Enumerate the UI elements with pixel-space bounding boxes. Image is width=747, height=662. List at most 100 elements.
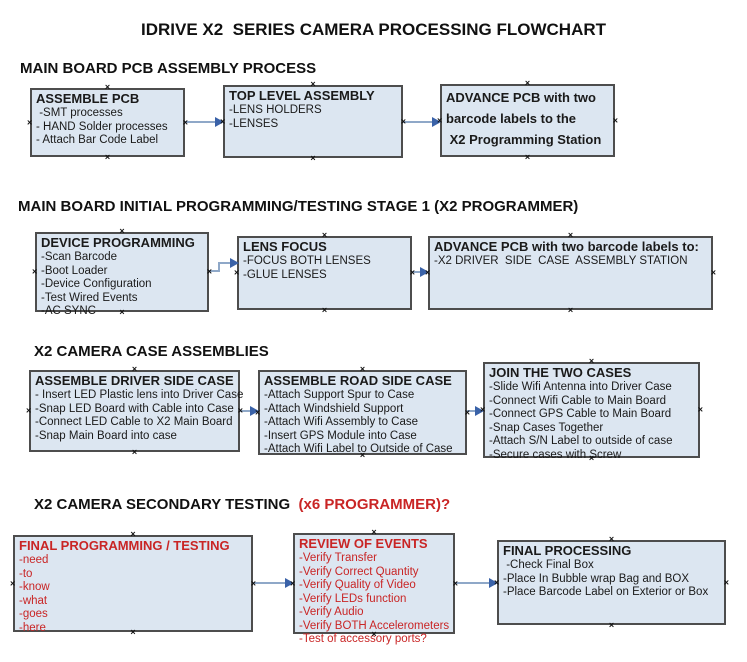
flow-arrow[interactable] <box>253 576 294 590</box>
connection-handle-icon: × <box>10 578 16 588</box>
connection-handle-icon: × <box>119 226 125 236</box>
box-item: -Scan Barcode <box>41 251 118 263</box>
box-item: -Snap LED Board with Cable into Case <box>35 402 234 415</box>
connection-handle-icon: × <box>104 152 111 162</box>
box-title-line: barcode labels to the <box>446 111 577 126</box>
connection-handle-icon: × <box>321 230 328 240</box>
flow-arrow[interactable] <box>240 404 259 418</box>
box-item: -Snap Cases Together <box>489 421 604 434</box>
connection-handle-icon: × <box>608 620 615 630</box>
box-item: - Attach Bar Code Label <box>36 134 159 146</box>
box-item: -Connect GPS Cable to Main Board <box>489 408 672 420</box>
flow-box-lens-focus[interactable]: × × × × LENS FOCUS -FOCUS BOTH LENSES -G… <box>234 231 415 315</box>
connection-handle-icon: × <box>255 407 261 417</box>
flow-box-join-the-two-cases[interactable]: × × × × JOIN THE TWO CASES -Slide Wifi A… <box>480 357 703 463</box>
box-title-line: X2 Programming Station <box>446 132 602 147</box>
connection-handle-icon: × <box>494 577 500 587</box>
box-item: -LENSES <box>229 117 279 130</box>
connection-handle-icon: × <box>32 266 38 277</box>
box-title-line: ADVANCE PCB with two <box>446 90 596 105</box>
connection-handle-icon: × <box>220 116 226 126</box>
box-item: -Attach Windshield Support <box>264 402 404 415</box>
box-item: -Secure cases with Screw <box>489 448 622 461</box>
box-item: -GLUE LENSES <box>243 268 327 281</box>
box-item: -Test Wired Events <box>41 291 138 304</box>
box-item: -Attach S/N Label to outside of case <box>489 435 673 447</box>
connection-handle-icon: × <box>425 267 431 278</box>
connection-handle-icon: × <box>234 267 240 278</box>
box-item: -Verify Quality of Video <box>299 579 416 591</box>
section-heading-initial-programming: MAIN BOARD INITIAL PROGRAMMING/TESTING S… <box>18 198 579 215</box>
box-item: -Place In Bubble wrap Bag and BOX <box>503 572 690 585</box>
connection-handle-icon: × <box>710 267 716 278</box>
section-heading-black-part: X2 CAMERA SECONDARY TESTING <box>34 496 295 513</box>
box-title: ASSEMBLE PCB <box>36 91 140 106</box>
box-item: - Insert LED Plastic lens into Driver Ca… <box>35 389 244 401</box>
box-item: -to <box>19 567 33 580</box>
flow-box-device-programming[interactable]: × × × × DEVICE PROGRAMMING -Scan Barcode… <box>32 227 212 318</box>
connection-handle-icon: × <box>26 405 32 416</box>
box-item: -Insert GPS Module into Case <box>264 429 417 442</box>
box-item: -Attach Wifi Assembly to Case <box>264 416 419 428</box>
flow-box-top-level-assembly[interactable]: × × × × TOP LEVEL ASSEMBLY -LENS HOLDERS… <box>220 80 406 163</box>
flow-arrow[interactable] <box>403 115 441 129</box>
connection-handle-icon: × <box>359 364 366 374</box>
connection-handle-icon: × <box>119 307 125 317</box>
box-item: -Check Final Box <box>503 559 594 571</box>
box-item: -Attach Support Spur to Case <box>264 389 415 401</box>
box-item: -Verify Correct Quantity <box>299 565 419 578</box>
box-item: -know <box>19 581 50 593</box>
box-item: -Snap Main Board into case <box>35 429 177 442</box>
connection-handle-icon: × <box>131 447 138 457</box>
box-item: -LENS HOLDERS <box>229 104 322 116</box>
box-item: -Place Barcode Label on Exterior or Box <box>503 586 709 598</box>
flow-box-final-programming-testing[interactable]: × × × × FINAL PROGRAMMING / TESTING -nee… <box>10 530 256 637</box>
box-item-overflow: -Test of accessory ports? <box>299 633 427 645</box>
connection-handle-icon: × <box>567 305 574 315</box>
flow-box-assemble-driver-side-case[interactable]: × × × × ASSEMBLE DRIVER SIDE CASE - Inse… <box>26 365 244 457</box>
connection-handle-icon: × <box>104 82 111 92</box>
box-title: ASSEMBLE DRIVER SIDE CASE <box>35 373 234 388</box>
connection-handle-icon: × <box>27 117 33 127</box>
box-item: -Verify Transfer <box>299 552 377 564</box>
flow-arrow[interactable] <box>185 115 224 129</box>
box-title: LENS FOCUS <box>243 239 327 254</box>
connection-handle-icon: × <box>524 78 531 88</box>
section-heading-red-part: (x6 PROGRAMMER)? <box>294 496 451 513</box>
connection-handle-icon: × <box>608 534 615 544</box>
connection-handle-icon: × <box>237 405 243 416</box>
box-item: -FOCUS BOTH LENSES <box>243 255 371 267</box>
flow-arrow[interactable] <box>455 576 498 590</box>
connection-handle-icon: × <box>723 577 729 587</box>
flow-box-advance-pcb-driver-side-station[interactable]: × × × × ADVANCE PCB with two barcode lab… <box>425 231 716 315</box>
connection-handle-icon: × <box>612 115 618 125</box>
flow-box-assemble-pcb[interactable]: × × × × ASSEMBLE PCB -SMT processes - HA… <box>27 83 188 162</box>
flow-box-advance-pcb-programming-station[interactable]: × × × × ADVANCE PCB with two barcode lab… <box>437 79 618 162</box>
flow-box-final-processing[interactable]: × × × × FINAL PROCESSING -Check Final Bo… <box>494 535 729 630</box>
connection-handle-icon: × <box>130 627 136 637</box>
connection-handle-icon: × <box>310 79 316 89</box>
flow-arrow-elbow[interactable] <box>209 255 239 277</box>
connection-handle-icon: × <box>567 230 574 240</box>
flow-arrow[interactable] <box>467 404 484 418</box>
section-heading-case-assemblies: X2 CAMERA CASE ASSEMBLIES <box>34 343 269 360</box>
connection-handle-icon: × <box>130 529 136 539</box>
connection-handle-icon: × <box>131 364 138 374</box>
connection-handle-icon: × <box>206 266 212 277</box>
connection-handle-icon: × <box>290 578 296 588</box>
flow-box-review-of-events[interactable]: × × × × REVIEW OF EVENTS -Verify Transfe… <box>290 528 458 646</box>
box-title: FINAL PROCESSING <box>503 543 632 558</box>
section-heading-pcb-assembly: MAIN BOARD PCB ASSEMBLY PROCESS <box>20 60 317 77</box>
box-item: -Device Configuration <box>41 278 152 290</box>
connection-handle-icon: × <box>524 152 531 162</box>
connection-handle-icon: × <box>321 305 328 315</box>
flow-arrow[interactable] <box>412 265 429 279</box>
flow-box-assemble-road-side-case[interactable]: × × × × ASSEMBLE ROAD SIDE CASE -Attach … <box>255 365 470 460</box>
connection-handle-icon: × <box>697 404 703 415</box>
box-item: -Verify LEDs function <box>299 592 407 605</box>
box-title: REVIEW OF EVENTS <box>299 536 428 551</box>
box-item: -X2 DRIVER SIDE CASE ASSEMBLY STATION <box>434 255 688 267</box>
page-title: IDRIVE X2 SERIES CAMERA PROCESSING FLOWC… <box>140 20 607 39</box>
connection-handle-icon: × <box>437 115 443 125</box>
connection-handle-icon: × <box>310 153 316 163</box>
